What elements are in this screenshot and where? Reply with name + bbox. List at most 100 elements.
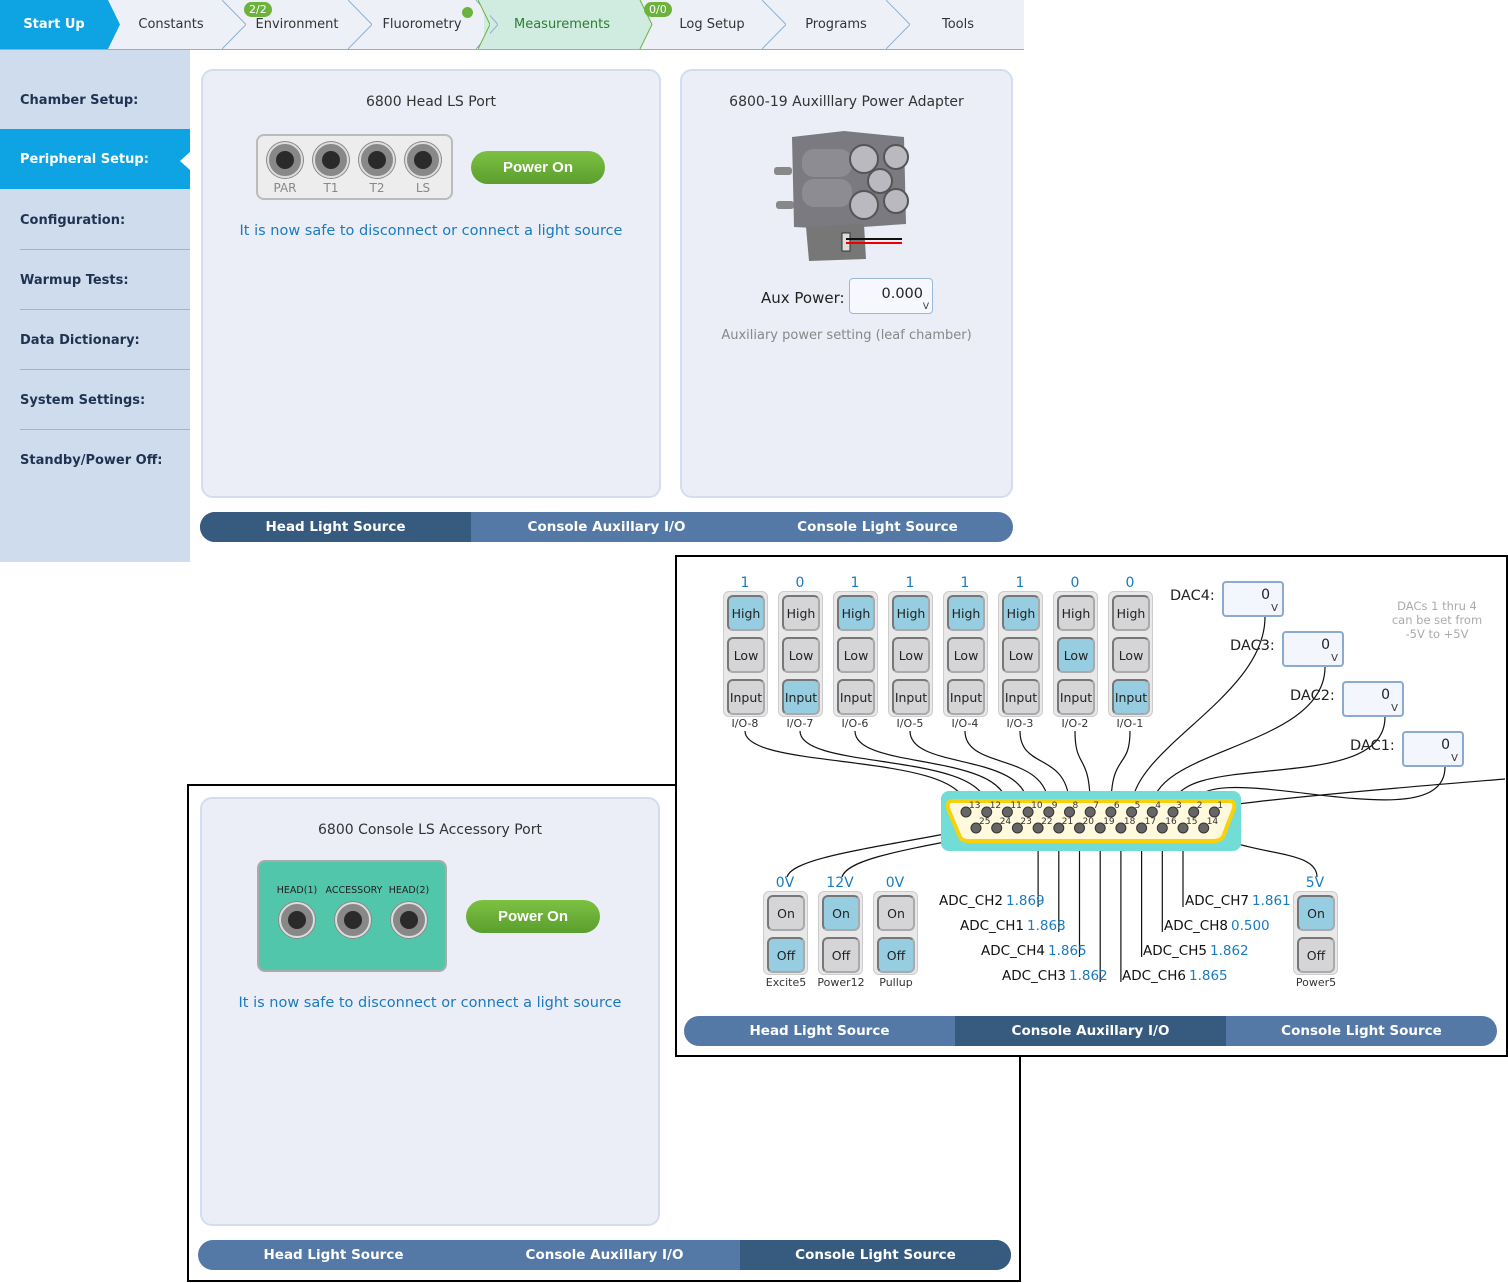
switch-on-button[interactable]: On: [1297, 895, 1335, 931]
tab-head-light-source[interactable]: Head Light Source: [200, 512, 471, 542]
sidebar-item-warmup-tests[interactable]: Warmup Tests:: [20, 272, 129, 288]
switch-on-button[interactable]: On: [767, 895, 805, 931]
io-mode-input-button[interactable]: Input: [727, 679, 765, 715]
io-mode-low-button[interactable]: Low: [727, 637, 765, 673]
io-mode-low-button[interactable]: Low: [947, 637, 985, 673]
io-mode-high-button[interactable]: High: [1057, 595, 1095, 631]
pin-number: 24: [1000, 817, 1012, 827]
console-port-panel: HEAD(1) ACCESSORY HEAD(2): [257, 860, 447, 972]
io-mode-low-button[interactable]: Low: [837, 637, 875, 673]
connector-pin: [1198, 822, 1210, 834]
nav-chevron: [762, 0, 786, 49]
adc-name: ADC_CH3: [1002, 968, 1066, 984]
io-mode-high-button[interactable]: High: [947, 595, 985, 631]
pin-number: 8: [1073, 801, 1079, 811]
switch-off-button[interactable]: Off: [822, 937, 860, 973]
io-mode-low-button[interactable]: Low: [1057, 637, 1095, 673]
pin-number: 10: [1031, 801, 1043, 811]
adc-name: ADC_CH8: [1164, 918, 1228, 934]
tab-head-light-source[interactable]: Head Light Source: [263, 1247, 404, 1263]
io-value: 1: [740, 575, 750, 591]
sidebar-item-system-settings[interactable]: System Settings:: [20, 392, 146, 408]
pin-number: 1: [1217, 801, 1223, 811]
io-mode-high-button[interactable]: High: [1112, 595, 1150, 631]
divider: [20, 369, 190, 370]
console-safe-message: It is now safe to disconnect or connect …: [238, 995, 622, 1011]
nav-step-measurements[interactable]: Measurements: [484, 0, 640, 49]
io-mode-input-button[interactable]: Input: [782, 679, 820, 715]
switch-off-button[interactable]: Off: [877, 937, 915, 973]
aux-power-input[interactable]: 0.000 V: [849, 278, 933, 314]
nav-step-fluorometry[interactable]: Fluorometry: [360, 0, 498, 49]
switch-off-button[interactable]: Off: [1297, 937, 1335, 973]
pin-number: 9: [1052, 801, 1058, 811]
console-ls-port-card: 6800 Console LS Accessory Port HEAD(1) A…: [200, 797, 660, 1226]
pin-number: 22: [1041, 817, 1052, 827]
pin-number: 18: [1124, 817, 1136, 827]
tab-console-light-source[interactable]: Console Light Source: [1281, 1023, 1442, 1039]
io-mode-low-button[interactable]: Low: [1002, 637, 1040, 673]
nav-step-log-setup[interactable]: 0/0 Log Setup: [644, 0, 786, 49]
pin-number: 21: [1062, 817, 1073, 827]
sidebar-item-peripheral-setup[interactable]: Peripheral Setup:: [0, 129, 190, 189]
io-channel-label: I/O-5: [896, 717, 924, 730]
adc-name: ADC_CH2: [939, 893, 1003, 909]
switch-on-button[interactable]: On: [822, 895, 860, 931]
io-mode-input-button[interactable]: Input: [1112, 679, 1150, 715]
nav-step-start-up[interactable]: Start Up: [0, 0, 120, 49]
io-mode-low-button[interactable]: Low: [892, 637, 930, 673]
io-mode-high-button[interactable]: High: [892, 595, 930, 631]
nav-step-constants[interactable]: Constants: [108, 0, 246, 49]
adc-value: 1.861: [1251, 893, 1291, 909]
nav-chevron: [886, 0, 910, 49]
io-mode-high-button[interactable]: High: [1002, 595, 1040, 631]
console-io-tab-bar: Head Light Source Console Auxillary I/O …: [684, 1016, 1497, 1046]
sidebar-item-configuration[interactable]: Configuration:: [20, 212, 126, 228]
io-mode-high-button[interactable]: High: [727, 595, 765, 631]
switch-on-button[interactable]: On: [877, 895, 915, 931]
io-mode-high-button[interactable]: High: [782, 595, 820, 631]
console-power-on-button[interactable]: Power On: [466, 900, 600, 933]
dac-value: 0: [1321, 637, 1330, 653]
wire: [744, 730, 967, 809]
sidebar-item-data-dictionary[interactable]: Data Dictionary:: [20, 332, 140, 348]
switch-off-button[interactable]: Off: [767, 937, 805, 973]
adc-name: ADC_CH6: [1122, 968, 1186, 984]
tab-console-light-source[interactable]: Console Light Source: [797, 519, 958, 535]
io-mode-input-button[interactable]: Input: [947, 679, 985, 715]
tab-head-light-source[interactable]: Head Light Source: [749, 1023, 890, 1039]
sidebar-item-chamber-setup[interactable]: Chamber Setup:: [20, 92, 139, 108]
divider: [20, 249, 190, 250]
nav-step-programs[interactable]: Programs: [774, 0, 910, 49]
tab-console-auxillary-io[interactable]: Console Auxillary I/O: [955, 1016, 1226, 1046]
io-mode-input-button[interactable]: Input: [837, 679, 875, 715]
pin-number: 11: [1010, 801, 1021, 811]
io-mode-low-button[interactable]: Low: [782, 637, 820, 673]
sidebar-item-standby-power-off[interactable]: Standby/Power Off:: [20, 452, 163, 468]
io-mode-input-button[interactable]: Input: [1057, 679, 1095, 715]
tab-console-auxillary-io[interactable]: Console Auxillary I/O: [527, 519, 686, 535]
nav-step-tools[interactable]: Tools: [941, 17, 975, 32]
tab-console-light-source[interactable]: Console Light Source: [740, 1240, 1011, 1270]
head-port-panel: PAR T1 T2 LS: [256, 134, 453, 200]
io-mode-input-button[interactable]: Input: [1002, 679, 1040, 715]
switch-label: Excite5: [765, 976, 807, 989]
nav-step-environment[interactable]: 2/2 Environment: [234, 0, 372, 49]
pin-number: 12: [990, 801, 1001, 811]
head2-jack-icon: [391, 902, 427, 938]
io-mode-low-button[interactable]: Low: [1112, 637, 1150, 673]
head-power-on-button[interactable]: Power On: [471, 151, 605, 184]
io-mode-input-button[interactable]: Input: [892, 679, 930, 715]
environment-badge: 2/2: [244, 2, 272, 17]
io-mode-high-button[interactable]: High: [837, 595, 875, 631]
io-channel-label: I/O-3: [1006, 717, 1034, 730]
tab-console-auxillary-io[interactable]: Console Auxillary I/O: [525, 1247, 684, 1263]
